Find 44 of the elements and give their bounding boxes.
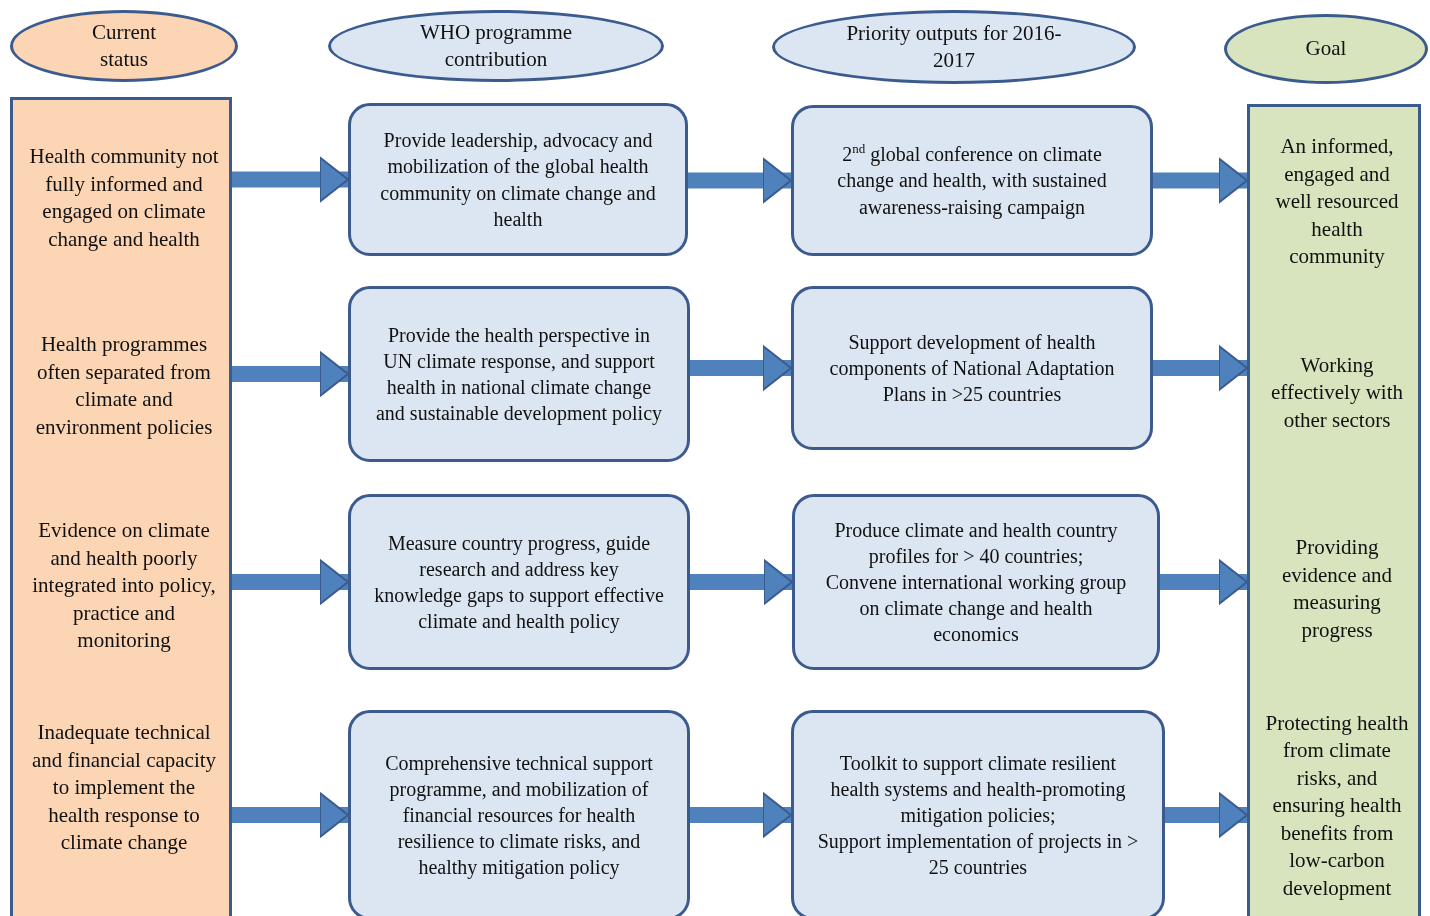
process-box [348, 494, 690, 670]
block-arrow [688, 157, 792, 204]
block-arrow [1165, 792, 1248, 838]
process-box [348, 103, 688, 256]
header-text: Goal [1305, 35, 1347, 63]
box-text: Measure country progress, guide research and address key knowledge gaps to support effective climate and health policy [373, 530, 665, 635]
header-text: Current status [90, 18, 158, 73]
box-text: Support development of health components of National Adaptation Plans in >25 countries [828, 329, 1116, 408]
box-text: Health community not fully informed and engaged on climate change and health [28, 143, 220, 253]
box-text: Working effectively with other sectors [1270, 351, 1404, 434]
block-arrow [690, 345, 792, 391]
process-box [791, 105, 1153, 256]
block-arrow [1153, 345, 1248, 391]
box-text: Provide the health perspective in UN climate response, and support health in national climate change and sustainable development policy [374, 322, 663, 427]
block-arrow [232, 559, 349, 605]
box-text: Inadequate technical and financial capacity to implement the health response to climate change [30, 719, 218, 857]
block-arrow [1160, 559, 1248, 605]
box-text: Evidence on climate and health poorly integrated into policy, practice and monitoring [31, 517, 217, 655]
block-arrow [232, 351, 349, 397]
process-box [348, 286, 690, 462]
block-arrow [232, 156, 349, 203]
process-box [791, 286, 1153, 450]
block-arrow [690, 792, 792, 838]
column-band [10, 97, 232, 916]
box-text: Providing evidence and measuring progress [1280, 534, 1394, 644]
box-text: An informed, engaged and well resourced health community [1274, 133, 1400, 271]
box-text: 2$^{nd}$ global conference on climate change and health, with sustained awareness-raising campaign [836, 141, 1108, 220]
header-text: Priority outputs for 2016-2017 [845, 19, 1063, 74]
box-text: Convene international working group on climate change and health economics [824, 569, 1128, 648]
box-text: Produce climate and health country profiles for > 40 countries; [833, 517, 1119, 569]
box-text: Support implementation of projects in > 25 countries [816, 829, 1140, 881]
box-text: Toolkit to support climate resilient health systems and health-promoting mitigation policies; [829, 750, 1127, 829]
process-box [791, 710, 1165, 916]
box-text: Comprehensive technical support programme, and mobilization of financial resources for health resilience to climate risks, and healthy mitigation policy [384, 750, 654, 881]
process-box [348, 710, 690, 916]
header-text: WHO programme contribution [418, 18, 574, 73]
box-text: Provide leadership, advocacy and mobilization of the global health community on climate change and health [379, 128, 657, 232]
block-arrow [690, 559, 793, 605]
column-band [1247, 104, 1421, 916]
process-box [792, 494, 1160, 670]
block-arrow [232, 792, 349, 838]
box-text: Protecting health from climate risks, and ensuring health benefits from low-carbon development [1264, 709, 1410, 902]
block-arrow [1153, 157, 1248, 204]
box-text: Health programmes often separated from climate and environment policies [34, 331, 214, 441]
